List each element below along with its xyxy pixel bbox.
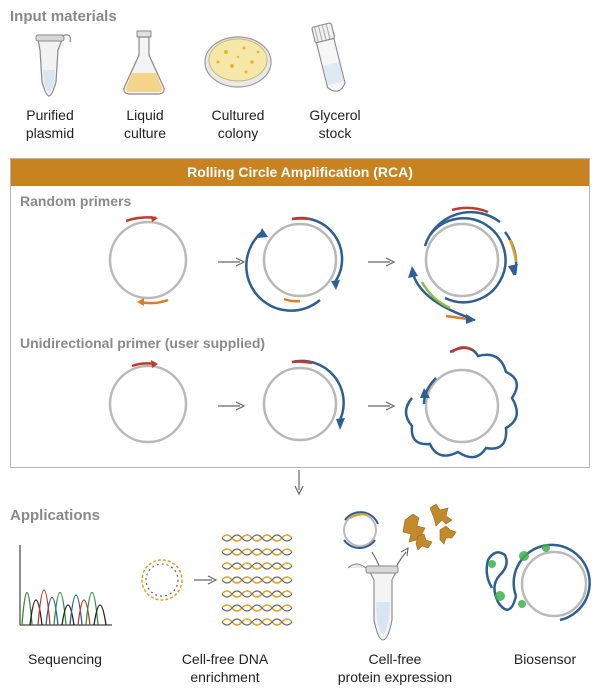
cryovial-icon	[311, 22, 346, 92]
applications-title: Applications	[10, 507, 101, 524]
biosensor-icon	[485, 543, 591, 622]
down-arrow-icon	[294, 470, 304, 496]
input-item-label: Liquid culture	[123, 107, 167, 141]
application-label: Sequencing	[28, 651, 102, 667]
unidirectional-primer-title: Unidirectional primer (user supplied)	[20, 335, 266, 351]
rca-header: Rolling Circle Amplification (RCA)	[11, 159, 589, 186]
input-item-label: Glycerol stock	[309, 107, 361, 141]
sequencing-chromatogram-icon	[19, 545, 112, 626]
input-item-label: Cultured colony	[211, 107, 265, 141]
dna-helix-stack-icon	[221, 534, 293, 626]
application-label: Cell-free protein expression	[337, 651, 453, 685]
protein-expression-icon	[343, 503, 457, 641]
circular-dna-icon	[141, 559, 218, 601]
input-materials-title: Input materials	[10, 8, 117, 25]
flask-icon	[123, 30, 165, 95]
application-label: Cell-free DNA enrichment	[181, 651, 269, 685]
microtube-icon	[35, 34, 71, 97]
input-item-label: Purified plasmid	[25, 107, 75, 141]
application-label: Biosensor	[513, 651, 577, 667]
unidirectional-primer-diagram	[108, 346, 519, 459]
petri-dish-icon	[204, 36, 272, 88]
random-primers-diagram	[108, 206, 518, 324]
rca-panel: Rolling Circle Amplification (RCA)	[10, 158, 590, 468]
random-primers-title: Random primers	[20, 193, 132, 209]
